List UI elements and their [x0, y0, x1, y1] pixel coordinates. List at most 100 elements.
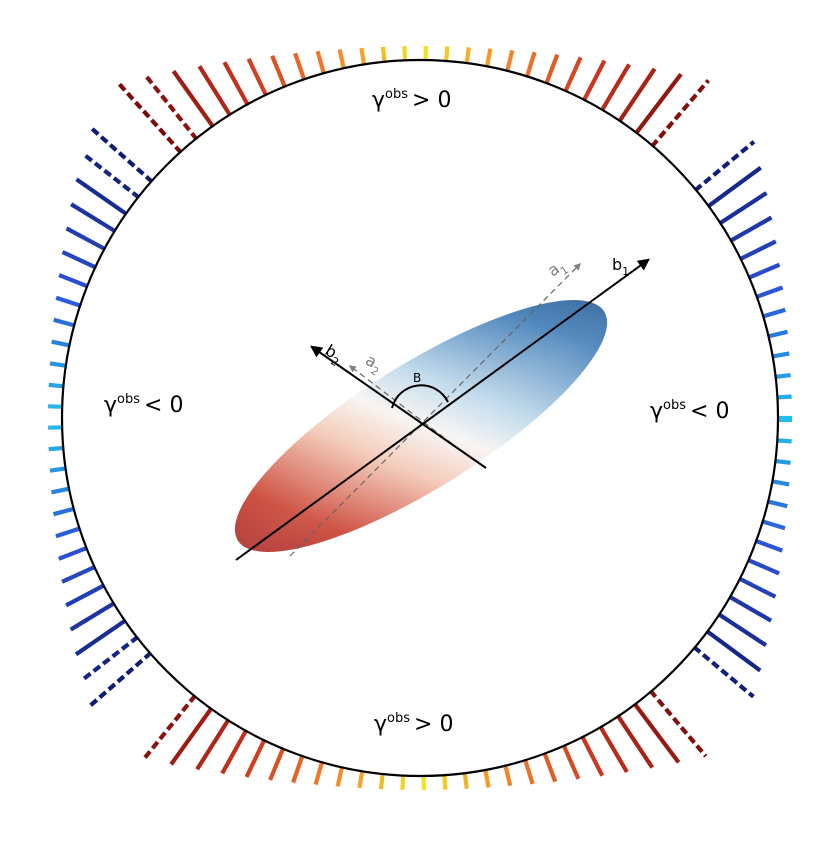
gamma-label-top: γobs> 0 [372, 87, 451, 113]
ring-tick [313, 760, 325, 786]
ring-tick [561, 744, 581, 780]
ring-tick [70, 202, 117, 234]
ring-tick [737, 576, 777, 599]
a1-axis [289, 262, 582, 557]
a2-label: a2 [360, 350, 386, 378]
ring-tick [88, 125, 154, 184]
ring-tick [464, 47, 471, 65]
ring-tick [503, 764, 513, 787]
ring-tick [69, 601, 116, 632]
ring-tick [706, 166, 762, 209]
ring-tick [51, 339, 71, 348]
ring-tick [484, 48, 493, 68]
ring-tick [705, 629, 762, 673]
ring-tick [49, 466, 67, 473]
ring-tick [337, 48, 346, 70]
ring-tick [335, 765, 345, 787]
ring-tick [692, 645, 755, 699]
ring-tick [117, 82, 183, 155]
ring-tick [48, 404, 64, 409]
ring-tick [599, 63, 631, 112]
ring-tick [169, 706, 214, 766]
ring-tick [270, 55, 288, 89]
ring-tick [615, 714, 655, 769]
ring-tick [483, 768, 491, 788]
ring-tick [766, 499, 788, 509]
angle-arc [391, 384, 449, 409]
ring-tick [65, 583, 106, 608]
gamma-label-right: γobs< 0 [650, 398, 729, 424]
ring-tick [246, 57, 269, 97]
ring-tick [222, 61, 250, 107]
ring-tick [378, 772, 385, 790]
ring-tick [74, 618, 127, 657]
gamma-label-left: γobs< 0 [104, 392, 183, 418]
ring-tick [738, 239, 777, 262]
ring-tick [75, 177, 128, 217]
ring-tick [53, 317, 76, 328]
ring-tick [771, 479, 790, 487]
ring-tick [400, 774, 406, 790]
ring-tick [444, 46, 450, 63]
ring-tick [650, 79, 710, 148]
ring-tick [55, 295, 82, 308]
ring-tick [580, 735, 605, 777]
ring-tick [268, 746, 286, 781]
ring-tick [776, 438, 792, 444]
ring-tick [402, 46, 408, 62]
ring-tick [220, 728, 249, 775]
ring-tick [357, 769, 365, 789]
ring-tick [61, 250, 98, 270]
ring-tick [774, 373, 791, 380]
ring-tick [761, 519, 786, 531]
ring-tick [88, 651, 153, 708]
b2-axis [310, 345, 487, 469]
outer-circle [60, 58, 780, 778]
ring-tick [747, 262, 781, 280]
ring-tick [195, 718, 231, 771]
ring-tick [58, 273, 89, 289]
ring-tick [58, 545, 89, 561]
ring-tick [65, 226, 107, 252]
b2-label: b2 [320, 341, 347, 370]
ring-tick [61, 564, 97, 584]
ring-tick [442, 774, 448, 790]
ring-tick [729, 215, 773, 243]
ring-tick [755, 285, 784, 300]
ring-tick [776, 394, 792, 400]
ring-tick [524, 51, 537, 78]
ring-tick [754, 538, 784, 553]
ring-tick [244, 738, 267, 778]
b1-label: b1 [612, 255, 629, 278]
ring-tick [522, 758, 535, 785]
ring-tick [761, 307, 786, 319]
angle-label: B [413, 371, 421, 385]
ring-tick [617, 67, 657, 123]
ring-tick [767, 329, 788, 339]
ring-tick [728, 594, 773, 623]
ring-tick [359, 47, 367, 66]
ring-tick [718, 191, 768, 226]
ring-tick [648, 689, 708, 758]
ring-tick [145, 75, 199, 141]
ring-tick [48, 445, 65, 452]
ring-tick [55, 526, 82, 539]
ring-tick [315, 50, 327, 75]
ring-tick [49, 361, 68, 368]
ring-tick [291, 754, 305, 784]
ring-tick [634, 72, 683, 135]
ring-tick [197, 65, 233, 117]
ring-tick [693, 140, 756, 193]
ring-tick [171, 69, 215, 129]
ring-tick [380, 46, 387, 63]
b1-axis [235, 258, 650, 561]
ring-tick [581, 59, 607, 102]
ring-tick [563, 56, 583, 93]
ring-tick [462, 771, 469, 789]
ring-tick [771, 351, 790, 359]
ring-tick [598, 725, 629, 774]
ring-tick [142, 694, 197, 760]
ring-tick [746, 557, 780, 576]
